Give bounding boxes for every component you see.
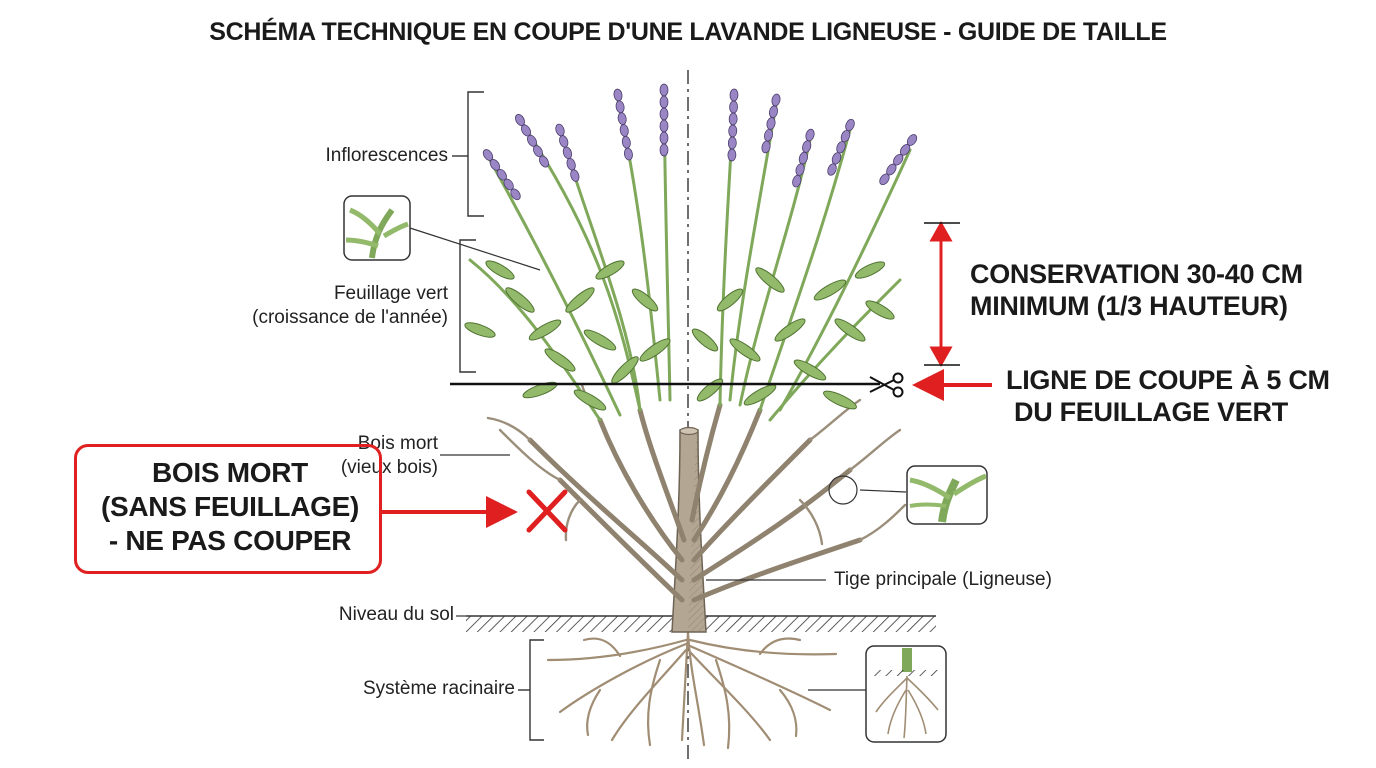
warning-line3: - NE PAS COUPER [108, 525, 352, 556]
flower-spikes [482, 83, 918, 201]
warning-box [74, 444, 382, 574]
scissors-icon [869, 372, 904, 398]
conservation-dimension [929, 220, 953, 368]
page-title: SCHÉMA TECHNIQUE EN COUPE D'UNE LAVANDE … [209, 18, 1167, 46]
warning-line2: (SANS FEUILLAGE) [100, 491, 360, 522]
cross-mark-icon [526, 489, 568, 533]
label-tige: Tige principale (Ligneuse) [834, 569, 1052, 590]
warning-text: BOIS MORT (SANS FEUILLAGE) - NE PAS COUP… [80, 456, 380, 558]
inset-root-detail [865, 645, 947, 743]
root-system [546, 630, 838, 750]
label-feuillage-line2: (croissance de l'année) [252, 307, 448, 328]
inset-branch-detail [906, 465, 988, 525]
inset-foliage-detail [343, 195, 411, 261]
label-feuillage-line1: Feuillage vert [333, 283, 448, 304]
cut-line-line1: LIGNE DE COUPE À 5 CM [1006, 365, 1330, 395]
conservation-line2: MINIMUM (1/3 HAUTEUR) [970, 291, 1288, 321]
cut-line-line2: DU FEUILLAGE VERT [1014, 397, 1288, 427]
label-brackets [452, 91, 544, 741]
conservation-line1: CONSERVATION 30-40 CM [970, 259, 1303, 289]
label-sol: Niveau du sol [338, 604, 454, 625]
label-bois-mort-line2: (vieux bois) [340, 457, 438, 478]
foliage [464, 260, 895, 411]
label-inflorescences: Inflorescences [325, 145, 448, 166]
warning-line1: BOIS MORT [152, 457, 308, 488]
label-racines: Système racinaire [362, 678, 515, 699]
